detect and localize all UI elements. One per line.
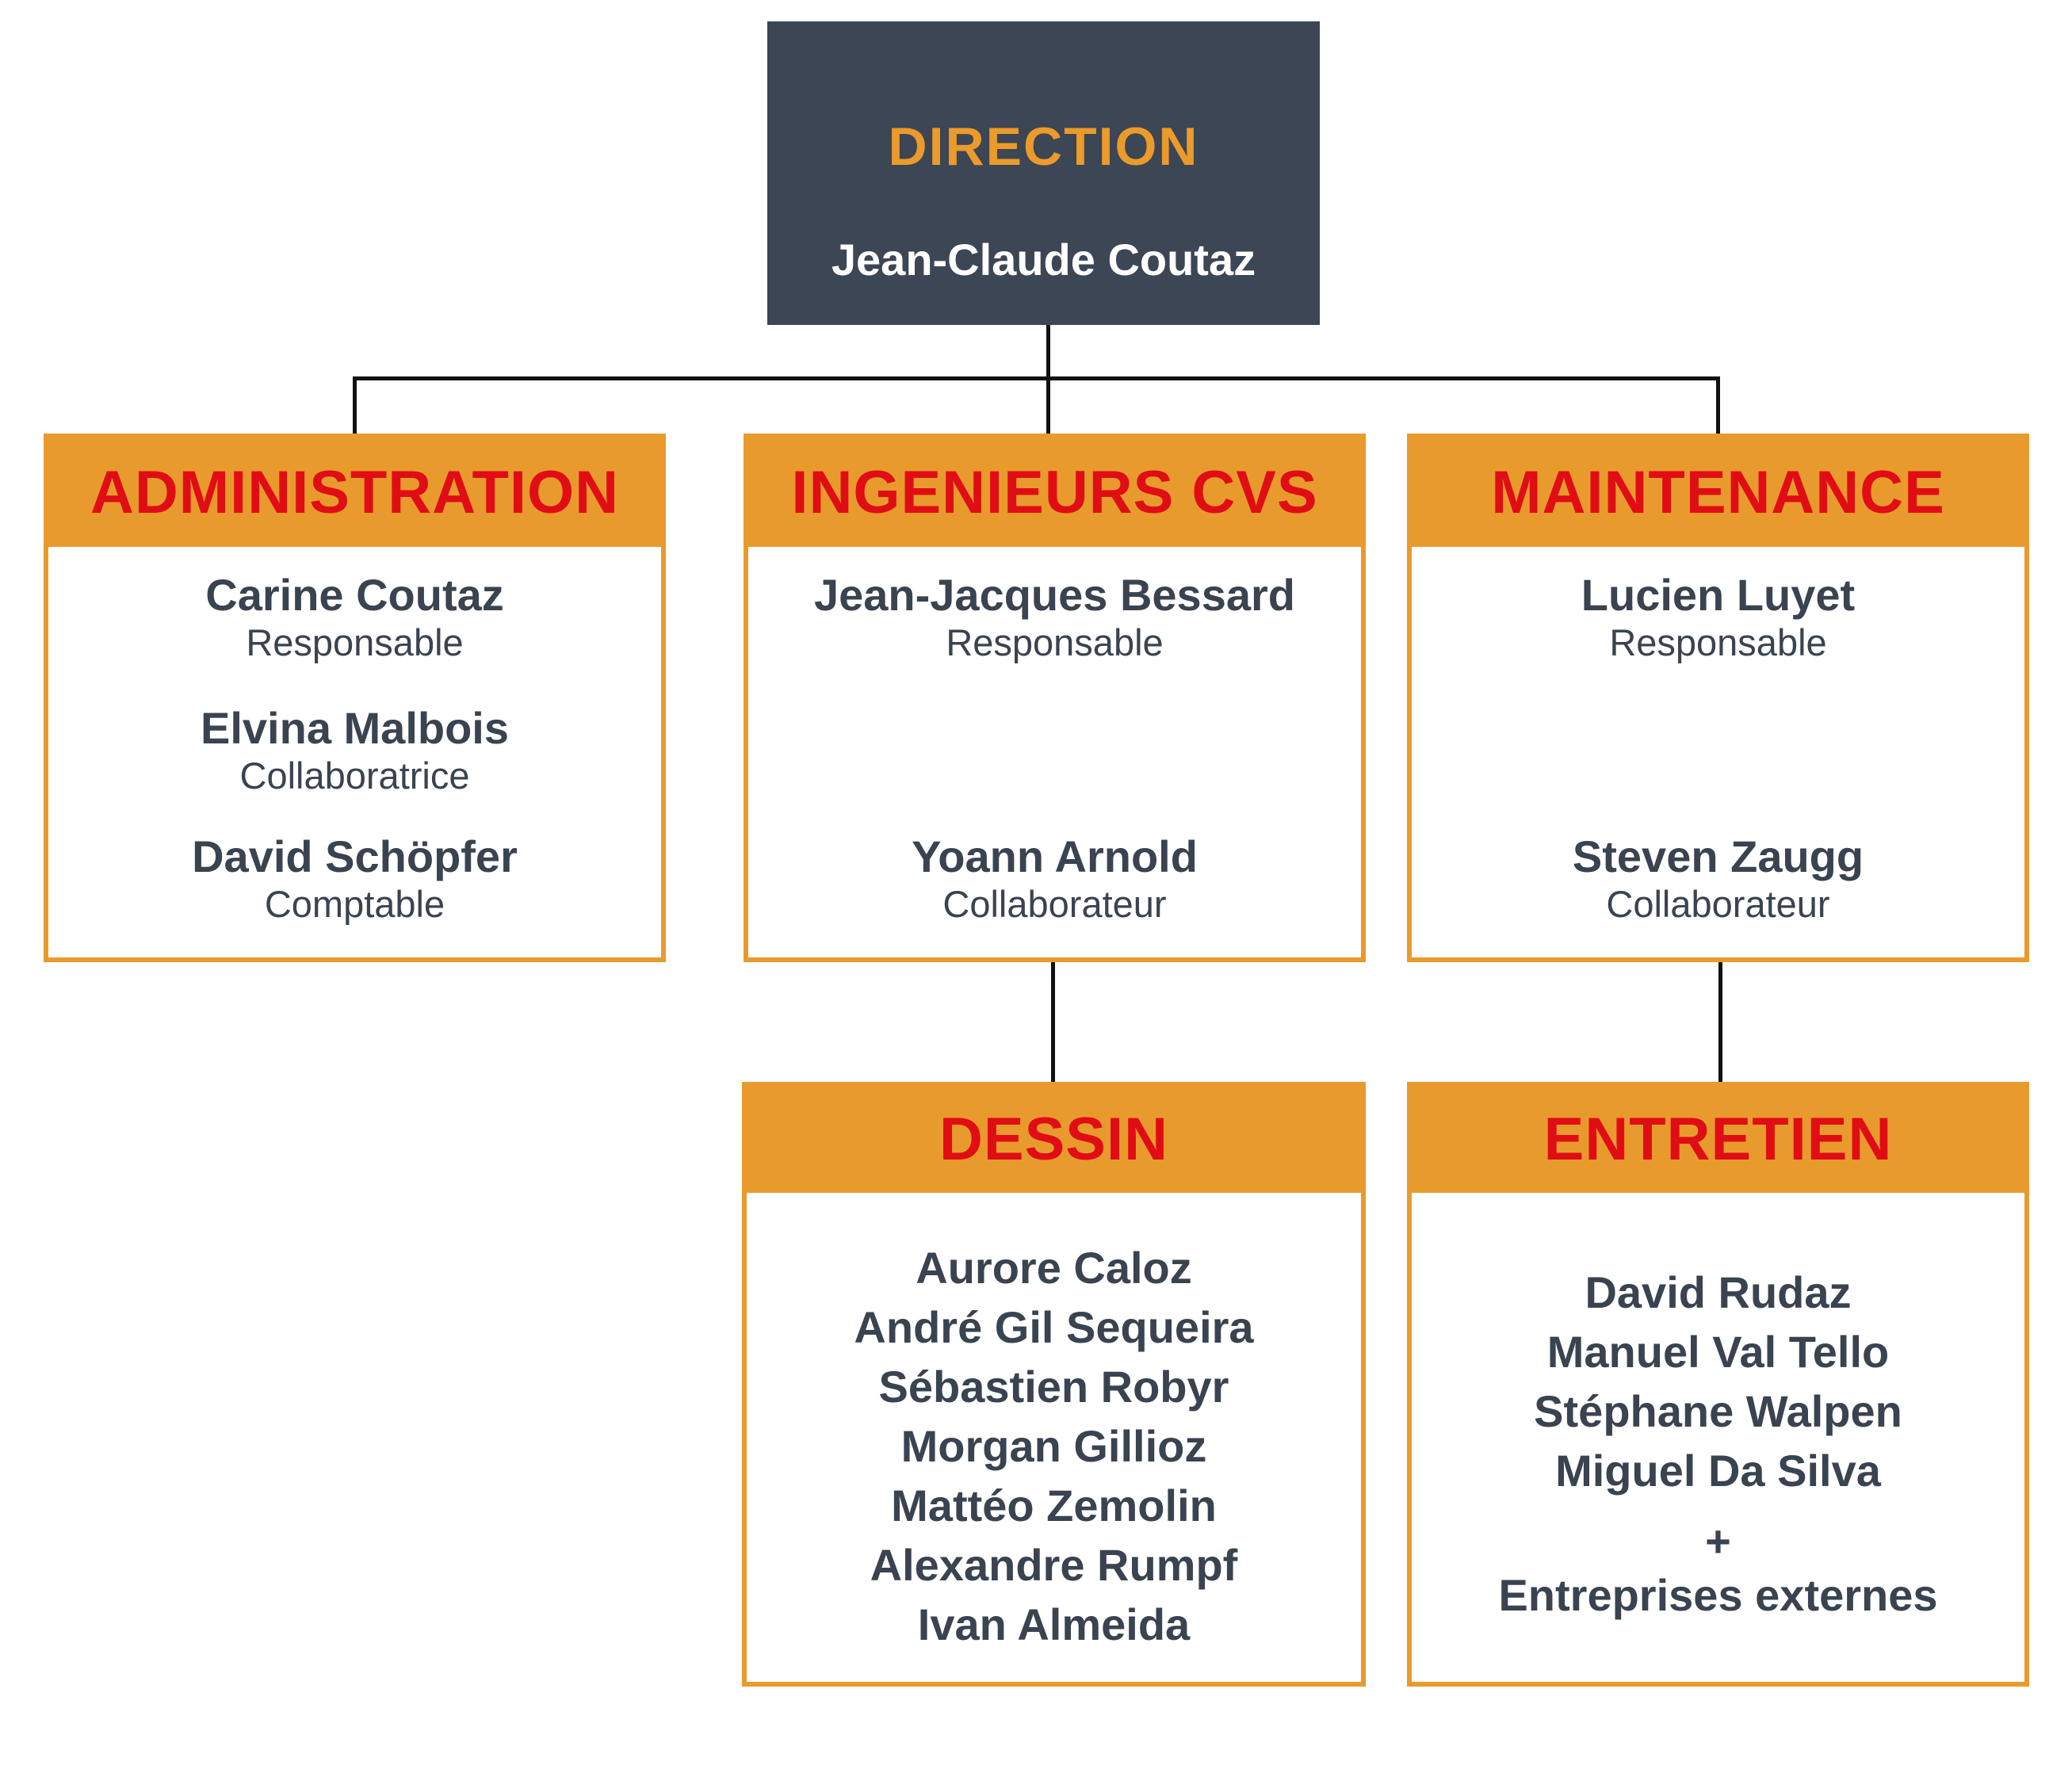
person-entry: Carine Coutaz Responsable	[48, 570, 661, 665]
plus-sign: +	[1705, 1516, 1731, 1566]
connector-to-administration	[353, 376, 357, 434]
person-name: Steven Zaugg	[1572, 831, 1864, 881]
member-name: Aurore Caloz	[916, 1243, 1192, 1293]
person-entry: David Schöpfer Comptable	[48, 831, 661, 927]
member-name: Stéphane Walpen	[1534, 1386, 1902, 1436]
department-maintenance: MAINTENANCE Lucien Luyet Responsable Ste…	[1407, 434, 2029, 962]
member-name: André Gil Sequeira	[854, 1302, 1254, 1352]
person-name: Lucien Luyet	[1581, 570, 1856, 620]
person-name: Carine Coutaz	[205, 570, 504, 620]
person-role: Responsable	[946, 621, 1164, 663]
person-role: Collaborateur	[942, 883, 1167, 925]
connector-maintenance-entretien	[1718, 961, 1722, 1084]
department-entretien: ENTRETIEN David Rudaz Manuel Val Tello S…	[1407, 1082, 2029, 1687]
member-name: Alexandre Rumpf	[870, 1540, 1238, 1590]
member-name: Miguel Da Silva	[1555, 1446, 1881, 1496]
department-dessin: DESSIN Aurore Caloz André Gil Sequeira S…	[742, 1082, 1366, 1687]
member-list: David Rudaz Manuel Val Tello Stéphane Wa…	[1412, 1263, 2024, 1624]
department-administration: ADMINISTRATION Carine Coutaz Responsable…	[44, 434, 666, 962]
member-name: Morgan Gillioz	[900, 1421, 1207, 1471]
department-title: DESSIN	[747, 1087, 1361, 1193]
member-name: Manuel Val Tello	[1546, 1327, 1890, 1377]
person-name: Yoann Arnold	[912, 831, 1198, 881]
member-name: David Rudaz	[1585, 1267, 1852, 1317]
person-name: David Schöpfer	[192, 831, 518, 881]
person-role: Responsable	[246, 621, 464, 663]
person-role: Comptable	[264, 883, 445, 925]
person-entry: Elvina Malbois Collaboratrice	[48, 703, 661, 798]
person-entry: Yoann Arnold Collaborateur	[748, 831, 1361, 927]
member-list: Aurore Caloz André Gil Sequeira Sébastie…	[747, 1238, 1361, 1654]
external-companies: Entreprises externes	[1498, 1570, 1938, 1620]
person-role: Responsable	[1609, 621, 1827, 663]
connector-to-ingenieurs	[1046, 376, 1050, 434]
person-entry: Jean-Jacques Bessard Responsable	[748, 570, 1361, 665]
direction-box: DIRECTION Jean-Claude Coutaz	[767, 21, 1320, 325]
person-entry: Lucien Luyet Responsable	[1412, 570, 2024, 665]
direction-name: Jean-Claude Coutaz	[831, 235, 1256, 285]
connector-ingenieurs-dessin	[1051, 961, 1055, 1084]
member-name: Sébastien Robyr	[878, 1362, 1229, 1412]
person-role: Collaboratrice	[239, 755, 470, 797]
department-title: INGENIEURS CVS	[748, 438, 1361, 547]
department-ingenieurs-cvs: INGENIEURS CVS Jean-Jacques Bessard Resp…	[744, 434, 1366, 962]
person-name: Elvina Malbois	[201, 703, 509, 753]
member-name: Mattéo Zemolin	[891, 1481, 1217, 1530]
direction-title: DIRECTION	[888, 117, 1199, 177]
member-name: Ivan Almeida	[917, 1599, 1191, 1649]
connector-direction-down	[1046, 325, 1050, 380]
person-role: Collaborateur	[1606, 883, 1830, 925]
department-title: ADMINISTRATION	[48, 438, 661, 547]
person-entry: Steven Zaugg Collaborateur	[1412, 831, 2024, 927]
department-title: ENTRETIEN	[1412, 1087, 2024, 1193]
connector-horizontal	[353, 376, 1720, 380]
connector-to-maintenance	[1716, 376, 1720, 434]
department-title: MAINTENANCE	[1412, 438, 2024, 547]
person-name: Jean-Jacques Bessard	[813, 570, 1295, 620]
